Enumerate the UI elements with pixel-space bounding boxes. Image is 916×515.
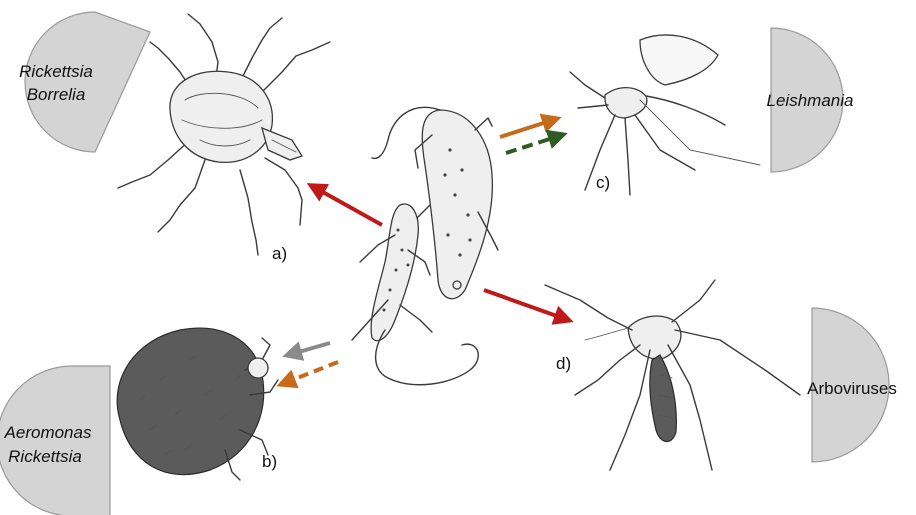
- arrow-to-mite-gray: [288, 343, 330, 355]
- arrow-to-tick: [312, 186, 382, 225]
- pathogen-label-arboviruses: Arboviruses: [807, 379, 897, 398]
- sandfly-icon: [570, 35, 760, 195]
- panel-tag-d: d): [556, 354, 571, 373]
- pathogen-label-borrelia: Borrelia: [27, 85, 86, 104]
- panel-tag-a: a): [272, 244, 287, 263]
- pathogen-badge-mite: Aeromonas Rickettsia: [0, 366, 110, 515]
- mosquito-icon: [545, 280, 800, 470]
- pathogen-label-aeromonas: Aeromonas: [4, 423, 92, 442]
- tick-icon: [118, 14, 330, 255]
- pathogen-label-leishmania: Leishmania: [767, 91, 854, 110]
- pathogen-badge-sandfly: Leishmania: [767, 28, 854, 172]
- arrow-to-sandfly-green: [506, 135, 562, 153]
- mite-icon: [117, 328, 278, 480]
- panel-tag-b: b): [262, 452, 277, 471]
- pathogen-badge-mosquito: Arboviruses: [807, 308, 897, 462]
- pathogen-label-rickettsia-2: Rickettsia: [8, 447, 82, 466]
- arrow-to-mite-orange: [282, 362, 338, 384]
- pathogen-label-rickettsia: Rickettsia: [19, 62, 93, 81]
- arrow-to-mosquito: [484, 290, 568, 320]
- panel-tag-c: c): [596, 173, 610, 192]
- pathogen-badge-tick: Rickettsia Borrelia: [19, 12, 150, 152]
- arrow-to-sandfly-orange: [500, 119, 556, 137]
